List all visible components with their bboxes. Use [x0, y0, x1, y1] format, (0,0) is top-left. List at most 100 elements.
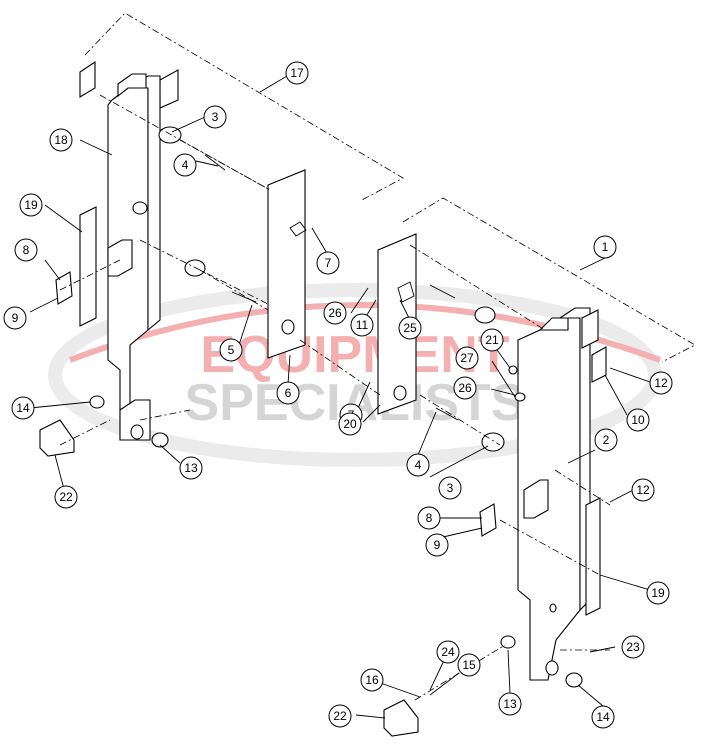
callout-3-left: 3: [203, 105, 227, 129]
left-side-plate: [79, 206, 97, 327]
svg-text:7: 7: [325, 256, 332, 270]
svg-text:14: 14: [16, 401, 30, 415]
callout-10: 10: [626, 408, 650, 432]
left-roller-3: [158, 126, 182, 144]
right-pin-upper: [429, 284, 456, 299]
callout-16: 16: [360, 668, 384, 692]
svg-text:26: 26: [458, 381, 472, 395]
svg-text:18: 18: [54, 133, 68, 147]
svg-text:3: 3: [212, 110, 219, 124]
left-upright-side: [126, 75, 161, 332]
svg-text:9: 9: [12, 311, 19, 325]
left-top-bracket: [79, 60, 96, 98]
callout-19-right: 19: [646, 581, 670, 605]
svg-text:4: 4: [415, 458, 422, 472]
svg-text:13: 13: [184, 461, 198, 475]
right-assembly: [383, 284, 607, 737]
cover-plate-20: [377, 233, 417, 415]
callout-12-mid: 12: [631, 478, 655, 502]
assembly-1-boundary: [402, 197, 696, 363]
right-bracket-10: [591, 346, 607, 383]
svg-text:2: 2: [603, 433, 610, 447]
callout-17: 17: [285, 61, 309, 85]
left-pin-4: [204, 154, 226, 171]
callout-13-left: 13: [179, 456, 203, 480]
svg-text:17: 17: [290, 66, 304, 80]
callout-24: 24: [436, 640, 460, 664]
left-assembly: [39, 60, 257, 457]
assembly-center-lines: [59, 94, 611, 701]
svg-text:4: 4: [182, 158, 189, 172]
callout-18: 18: [49, 128, 73, 152]
svg-text:12: 12: [636, 483, 650, 497]
svg-text:15: 15: [462, 658, 476, 672]
callout-3-right: 3: [438, 476, 462, 500]
callout-20: 20: [338, 412, 362, 436]
right-side-plate: [585, 497, 601, 616]
svg-text:3: 3: [447, 481, 454, 495]
callout-1: 1: [593, 235, 617, 259]
svg-text:19: 19: [24, 198, 38, 212]
callout-15: 15: [457, 653, 481, 677]
callout-11: 11: [350, 313, 374, 337]
svg-text:23: 23: [626, 640, 640, 654]
svg-text:5: 5: [228, 343, 235, 357]
left-roller-13: [151, 432, 169, 448]
left-upright-cap: [117, 73, 147, 98]
callout-9-right: 9: [425, 533, 449, 557]
svg-text:25: 25: [403, 321, 417, 335]
left-upright-boss: [132, 201, 148, 215]
right-top-bracket: [581, 309, 599, 349]
callout-22-left: 22: [54, 485, 78, 509]
callout-6: 6: [276, 381, 300, 405]
leader-lines: [29, 75, 661, 719]
right-pin-4: [435, 407, 459, 421]
right-upright-cap: [538, 317, 569, 331]
svg-text:27: 27: [460, 351, 474, 365]
svg-text:11: 11: [356, 318, 369, 332]
svg-text:19: 19: [651, 586, 665, 600]
right-upright-hole: [549, 603, 557, 613]
callout-9-left: 9: [3, 306, 27, 330]
left-roller-14: [89, 395, 105, 409]
cover-plate-6-hole: [281, 319, 295, 335]
callout-8-left: 8: [14, 238, 38, 262]
callout-25: 25: [398, 316, 422, 340]
left-roller-lower: [184, 259, 206, 277]
svg-text:9: 9: [434, 538, 441, 552]
svg-text:14: 14: [596, 710, 610, 724]
callout-8-right: 8: [417, 506, 441, 530]
right-bracket-8: [479, 503, 497, 537]
svg-text:10: 10: [631, 413, 645, 427]
svg-text:16: 16: [365, 673, 379, 687]
cover-plate-20-hole: [393, 385, 407, 401]
right-nut-21: [508, 365, 518, 375]
callout-23: 23: [621, 635, 645, 659]
left-slide-block: [107, 239, 133, 277]
svg-text:20: 20: [343, 417, 357, 431]
callout-27: 27: [455, 346, 479, 370]
svg-text:13: 13: [503, 697, 517, 711]
left-foot-bracket: [39, 419, 75, 457]
svg-text:21: 21: [485, 333, 499, 347]
right-slide-block: [523, 479, 549, 519]
right-pivot-hole: [545, 660, 559, 676]
callout-14-left: 14: [11, 396, 35, 420]
svg-text:6: 6: [285, 386, 292, 400]
callout-26-top: 26: [323, 301, 347, 325]
callout-14-right: 14: [591, 705, 615, 729]
svg-text:26: 26: [328, 306, 342, 320]
svg-text:24: 24: [441, 645, 455, 659]
svg-text:22: 22: [333, 709, 347, 723]
svg-text:12: 12: [654, 376, 668, 390]
right-foot-bracket: [383, 699, 419, 737]
callout-4-left: 4: [173, 153, 197, 177]
left-pivot-hole: [130, 424, 144, 440]
callout-4-right: 4: [406, 453, 430, 477]
svg-text:1: 1: [602, 240, 609, 254]
svg-text:8: 8: [23, 243, 30, 257]
svg-text:8: 8: [426, 511, 433, 525]
right-roller-13: [500, 635, 516, 649]
